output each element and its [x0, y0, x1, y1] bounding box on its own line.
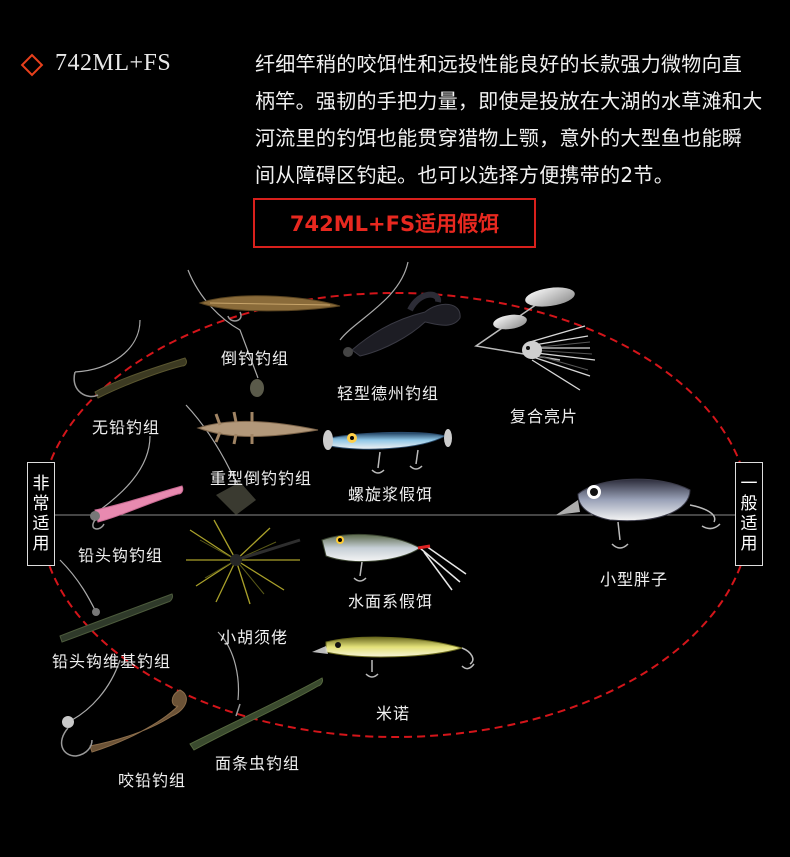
- jighead-lure-image: [90, 435, 184, 530]
- scale-char: 用: [32, 534, 50, 554]
- heavy-dropshot-lure-image: [185, 404, 319, 515]
- bite-sinker-lure-image: [60, 659, 187, 757]
- lure-label-bite-sinker: 咬铅钓组: [118, 771, 187, 790]
- no-sinker-lure-image: [73, 319, 187, 399]
- scale-char: 常: [32, 494, 50, 514]
- lure-label-noodle-worm: 面条虫钓组: [215, 754, 301, 773]
- lure-label-small-rubber-jig: 小胡须佬: [220, 628, 289, 647]
- topwater-lure-image: [321, 533, 467, 591]
- lure-label-no-sinker: 无铅钓组: [92, 418, 161, 437]
- lure-label-propbait: 螺旋浆假饵: [348, 485, 434, 504]
- description-line: 河流里的钓饵也能贯穿猎物上颚，意外的大型鱼也能瞬: [255, 126, 743, 150]
- scale-char: 适: [32, 514, 50, 534]
- lure-label-minnow: 米诺: [376, 704, 411, 723]
- lure-label-topwater: 水面系假饵: [348, 592, 434, 611]
- description-line: 间从障碍区钓起。也可以选择方便携带的2节。: [255, 163, 675, 187]
- lure-label-heavy-dropshot: 重型倒钓钓组: [210, 469, 313, 488]
- model-description: 纤细竿稍的咬饵性和远投性能良好的长款强力微物向直 柄竿。强韧的手把力量，即使是投…: [255, 46, 775, 194]
- scale-char: 非: [32, 474, 50, 494]
- very-suitable-label: 非 常 适 用: [27, 462, 55, 566]
- spinnerbait-lure-image: [474, 287, 596, 391]
- lure-label-spinnerbait: 复合亮片: [510, 407, 579, 426]
- model-title: 742ML+FS: [55, 50, 172, 76]
- propbait-lure-image: [323, 429, 452, 474]
- minnow-lure-image: [312, 636, 475, 678]
- lure-label-dropshot: 倒钓钓组: [221, 349, 290, 368]
- lure-label-jighead-wacky: 铅头钩维基钓组: [52, 652, 172, 671]
- applicable-lures-banner: 742ML+FS适用假饵: [253, 198, 536, 248]
- description-line: 柄竿。强韧的手把力量，即使是投放在大湖的水草滩和大: [255, 89, 763, 113]
- lure-label-small-crank: 小型胖子: [600, 570, 669, 589]
- scale-char: 适: [740, 514, 758, 534]
- small-crank-lure-image: [556, 478, 721, 549]
- scale-char: 用: [740, 534, 758, 554]
- generally-suitable-label: 一 般 适 用: [735, 462, 763, 566]
- scale-char: 一: [740, 474, 758, 494]
- small-rubber-jig-lure-image: [186, 519, 301, 605]
- light-texas-lure-image: [339, 261, 461, 357]
- description-line: 纤细竿稍的咬饵性和远投性能良好的长款强力微物向直: [255, 52, 743, 76]
- jighead-wacky-lure-image: [59, 559, 173, 643]
- lure-label-jighead: 铅头钩钓组: [78, 546, 164, 565]
- noodle-worm-lure-image: [189, 631, 323, 751]
- lure-label-light-texas: 轻型德州钓组: [337, 384, 440, 403]
- scale-char: 般: [740, 494, 758, 514]
- dropshot-lure-image: [187, 269, 341, 397]
